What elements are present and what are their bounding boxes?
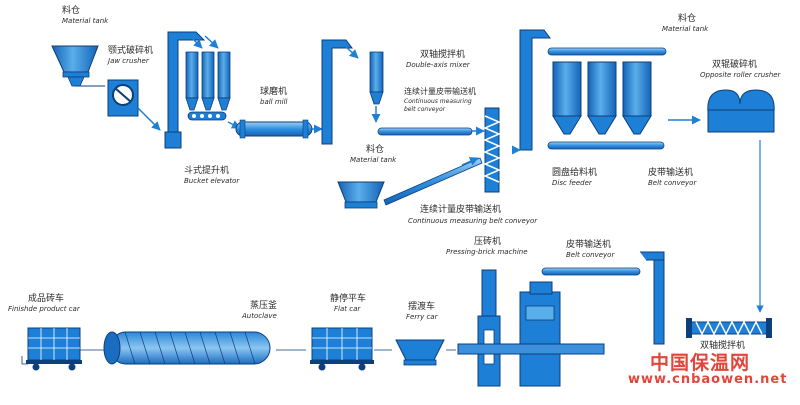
top-conveyor (547, 47, 667, 56)
double-axis-mixer-label-cn: 双轴搅拌机 (420, 50, 466, 60)
continuous-belt-2-label-en: Continuous measuring belt conveyor (408, 217, 538, 225)
double-axis-mixer-label-en: Double-axis mixer (406, 61, 470, 69)
material-tank-2-label-en: Material tank (350, 156, 397, 164)
flow-arrow (344, 45, 359, 59)
bucket-elevator-3 (519, 29, 551, 151)
bucket-elevator-2 (321, 39, 353, 145)
flow-arrow (461, 157, 479, 166)
opposite-roller-crusher (707, 89, 775, 133)
double-axis-mixer-2 (686, 318, 772, 338)
silo-2 (369, 51, 384, 105)
pressing-brick-machine (457, 269, 605, 387)
belt-conveyor-2-label-cn: 皮带输送机 (566, 240, 612, 250)
disc-feeder-belt (547, 141, 665, 150)
continuous-belt-1-label-en-line1: Continuous measuring (404, 98, 472, 105)
feeder-conveyor (187, 111, 227, 121)
material-tank-2 (337, 181, 385, 209)
ferry-car-label-cn: 摆渡车 (408, 302, 436, 312)
bucket-elevator-label-cn: 斗式提升机 (184, 166, 230, 176)
finished-car-label-en: Finishde product car (8, 305, 80, 313)
flow-arrow (137, 107, 161, 131)
pressing-machine-label-cn: 压砖机 (474, 237, 502, 247)
disc-feeder-label-cn: 圆盘给料机 (552, 168, 598, 178)
belt-conveyor-2 (541, 267, 641, 276)
material-tank-1-label-cn: 料仓 (62, 6, 81, 16)
ball-mill (235, 119, 313, 139)
double-mixer-2-label-cn: 双轴搅拌机 (700, 341, 746, 351)
jaw-crusher (107, 79, 139, 117)
roller-crusher-label-cn: 双辊破碎机 (712, 60, 758, 70)
bottom-flow-lines (21, 349, 456, 365)
continuous-belt-conveyor-2 (383, 157, 483, 206)
autoclave (103, 331, 271, 365)
flat-car-label-en: Flat car (334, 305, 361, 313)
material-tank-2-label-cn: 料仓 (366, 145, 385, 155)
belt-conveyor-1-label-en: Belt conveyor (648, 179, 697, 187)
roller-crusher-label-en: Opposite roller crusher (700, 71, 781, 79)
flow-arrow (204, 35, 219, 49)
silo-group-1 (185, 51, 231, 111)
ball-mill-label-en: ball mill (260, 98, 288, 106)
material-tank-3-label-cn: 料仓 (678, 14, 697, 24)
pressing-machine-label-en: Pressing-brick machine (446, 248, 528, 256)
flat-car-label-cn: 静停平车 (330, 294, 367, 304)
bucket-elevator-1 (164, 31, 206, 149)
bucket-elevator-4 (640, 251, 665, 345)
ferry-car (395, 339, 445, 366)
watermark-cn: 中国保温网 (650, 352, 751, 374)
flow-arrow (189, 35, 203, 49)
belt-conveyor-1-label-cn: 皮带输送机 (648, 168, 694, 178)
belt-conveyor-2-label-en: Belt conveyor (566, 251, 615, 259)
flat-car (310, 327, 374, 371)
disc-feeder-label-en: Disc feeder (552, 179, 592, 187)
continuous-belt-conveyor-1 (377, 127, 473, 136)
finished-product-car (26, 327, 82, 371)
double-axis-mixer-1 (483, 107, 501, 193)
continuous-belt-2-label-cn: 连续计量皮带输送机 (420, 205, 502, 215)
jaw-crusher-label-en: Jaw crusher (108, 57, 149, 65)
material-tank-1 (51, 45, 99, 87)
autoclave-label-cn: 蒸压釜 (250, 301, 278, 311)
silo-group-3 (552, 61, 652, 135)
material-tank-1-label-en: Material tank (62, 17, 109, 25)
continuous-belt-1-label-cn: 连续计量皮带输送机 (404, 87, 476, 96)
autoclave-label-en: Autoclave (242, 312, 277, 320)
ferry-car-label-en: Ferry car (406, 313, 438, 321)
bucket-elevator-label-en: Bucket elevator (184, 177, 240, 185)
material-tank-3-label-en: Material tank (662, 25, 709, 33)
continuous-belt-1-label-en-line2: belt conveyor (404, 106, 446, 113)
jaw-crusher-label-cn: 颚式破碎机 (108, 46, 154, 56)
ball-mill-label-cn: 球磨机 (260, 87, 288, 97)
finished-car-label-cn: 成品砖车 (28, 294, 65, 304)
watermark-url: www.cnbaowen.net (628, 372, 788, 387)
